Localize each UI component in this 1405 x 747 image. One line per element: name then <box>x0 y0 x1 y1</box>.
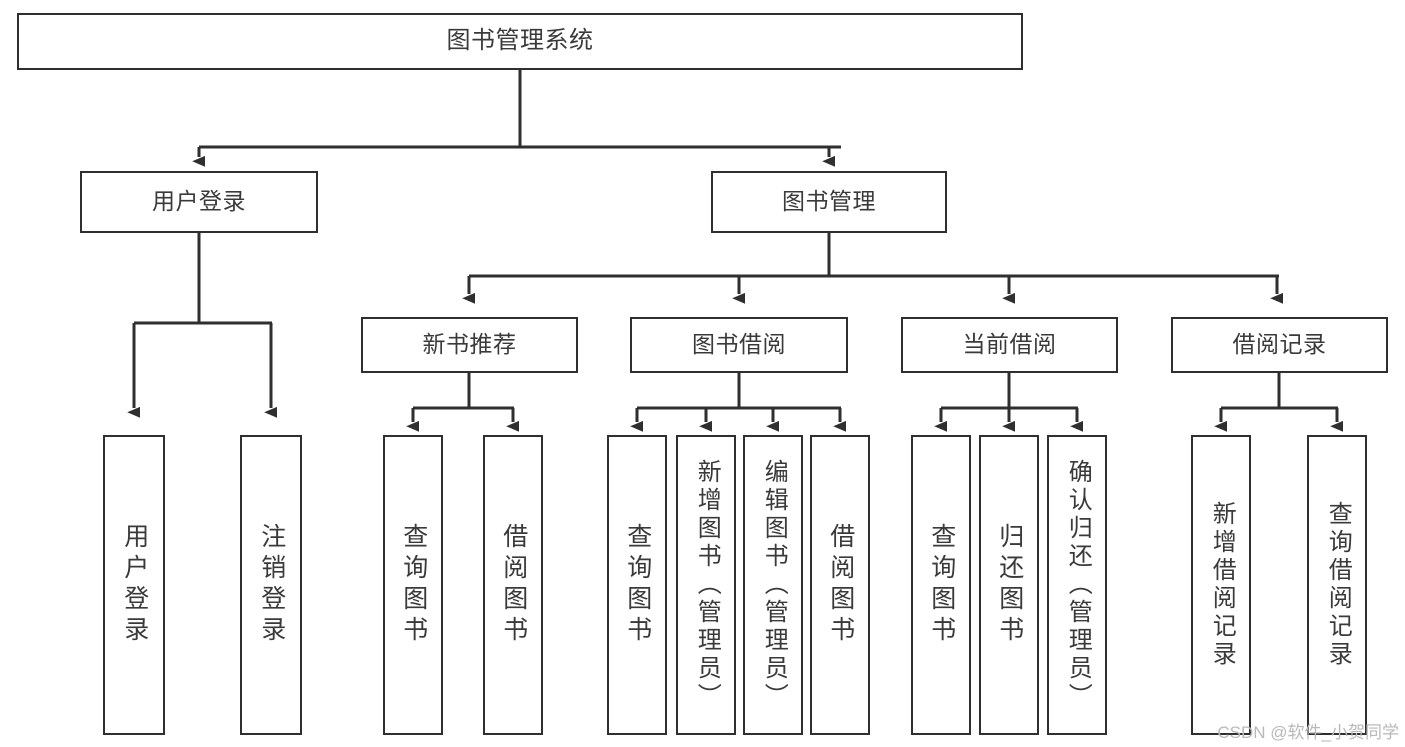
leaf-add-record-label: 新增借阅记录 <box>1208 501 1236 669</box>
leaf-query-book-1-label: 查询图书 <box>399 523 428 647</box>
node-current-borrow-label: 当前借阅 <box>962 331 1057 358</box>
leaf-query-book-1[interactable]: 查询图书 <box>383 435 443 735</box>
node-borrow-record-label: 借阅记录 <box>1232 331 1327 358</box>
node-book-borrow-label: 图书借阅 <box>692 331 786 358</box>
node-user-login-label: 用户登录 <box>152 188 246 215</box>
leaf-add-book[interactable]: 新增图书（管理员） <box>676 435 736 735</box>
leaf-confirm-return[interactable]: 确认归还（管理员） <box>1047 435 1107 735</box>
leaf-borrow-book-2[interactable]: 借阅图书 <box>810 435 870 735</box>
leaf-add-book-label: 新增图书（管理员） <box>693 459 721 711</box>
leaf-add-record[interactable]: 新增借阅记录 <box>1191 435 1251 735</box>
leaf-query-record[interactable]: 查询借阅记录 <box>1307 435 1367 735</box>
leaf-edit-book-label: 编辑图书（管理员） <box>760 459 788 711</box>
leaf-user-login[interactable]: 用户登录 <box>103 435 165 735</box>
leaf-logout-label: 注销登录 <box>257 523 286 647</box>
leaf-query-book-2[interactable]: 查询图书 <box>607 435 667 735</box>
node-root[interactable]: 图书管理系统 <box>17 13 1023 70</box>
leaf-logout[interactable]: 注销登录 <box>240 435 302 735</box>
leaf-query-book-3-label: 查询图书 <box>927 523 956 647</box>
node-borrow-record[interactable]: 借阅记录 <box>1171 317 1388 373</box>
node-new-book-recommend[interactable]: 新书推荐 <box>361 317 578 373</box>
node-root-label: 图书管理系统 <box>446 27 594 55</box>
leaf-borrow-book-1[interactable]: 借阅图书 <box>483 435 543 735</box>
csdn-watermark: CSDN @软件_小贺同学 <box>1217 723 1399 742</box>
leaf-query-book-2-label: 查询图书 <box>623 523 652 647</box>
node-current-borrow[interactable]: 当前借阅 <box>901 317 1118 373</box>
node-book-borrow[interactable]: 图书借阅 <box>630 317 848 373</box>
leaf-borrow-book-2-label: 借阅图书 <box>826 523 855 647</box>
leaf-edit-book[interactable]: 编辑图书（管理员） <box>743 435 803 735</box>
node-user-login[interactable]: 用户登录 <box>80 171 318 233</box>
node-book-manage[interactable]: 图书管理 <box>711 171 947 233</box>
leaf-return-book[interactable]: 归还图书 <box>979 435 1039 735</box>
leaf-query-record-label: 查询借阅记录 <box>1324 501 1352 669</box>
leaf-return-book-label: 归还图书 <box>995 523 1024 647</box>
leaf-confirm-return-label: 确认归还（管理员） <box>1064 459 1092 711</box>
leaf-query-book-3[interactable]: 查询图书 <box>911 435 971 735</box>
leaf-borrow-book-1-label: 借阅图书 <box>499 523 528 647</box>
node-new-book-recommend-label: 新书推荐 <box>422 331 517 358</box>
leaf-user-login-label: 用户登录 <box>120 523 149 647</box>
node-book-manage-label: 图书管理 <box>782 188 876 215</box>
